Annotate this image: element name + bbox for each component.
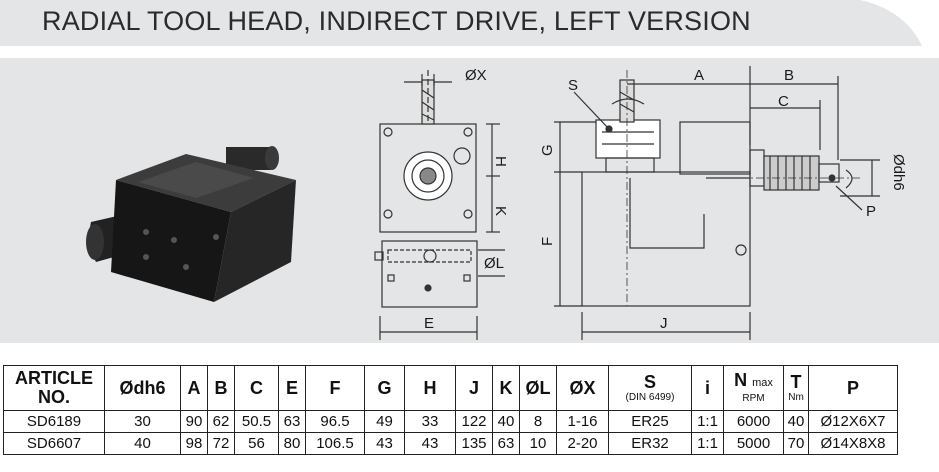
col-g: G xyxy=(364,365,405,411)
page-title: RADIAL TOOL HEAD, INDIRECT DRIVE, LEFT V… xyxy=(42,6,751,36)
cell-d: 30 xyxy=(104,410,181,433)
label-h: H xyxy=(492,156,509,167)
cell-x: 1-16 xyxy=(556,410,609,433)
cell-a: 98 xyxy=(180,432,208,455)
label-p: P xyxy=(866,203,876,220)
cell-x: 2-20 xyxy=(556,432,609,455)
cell-s: ER32 xyxy=(608,432,692,455)
col-n-label: N xyxy=(734,370,748,390)
col-e: E xyxy=(278,365,306,411)
cell-article: SD6189 xyxy=(3,410,105,433)
side-view-body xyxy=(581,171,751,307)
cell-i: 1:1 xyxy=(691,410,724,433)
cell-l: 10 xyxy=(519,432,557,455)
col-a: A xyxy=(180,365,208,411)
cell-h: 43 xyxy=(404,432,456,455)
label-ol: ØL xyxy=(484,255,504,272)
col-n-sub: RPM xyxy=(742,393,765,404)
cell-i: 1:1 xyxy=(691,432,724,455)
cell-e: 80 xyxy=(278,432,306,455)
cell-d: 40 xyxy=(104,432,181,455)
label-a: A xyxy=(694,67,704,84)
label-s: S xyxy=(568,77,578,94)
cell-g: 43 xyxy=(364,432,405,455)
cell-f: 96.5 xyxy=(305,410,365,433)
label-c: C xyxy=(778,93,789,110)
cell-e: 63 xyxy=(278,410,306,433)
table-row: SD6607 40 98 72 56 80 106.5 43 43 135 63… xyxy=(3,432,898,455)
cell-c: 50.5 xyxy=(234,410,279,433)
cell-n: 6000 xyxy=(723,410,784,433)
cell-k: 63 xyxy=(492,432,520,455)
technical-drawing: ØX H K ØL E S A B C G F J Ødh6 P xyxy=(374,66,907,340)
cell-article: SD6607 xyxy=(3,432,105,455)
label-b: B xyxy=(784,67,794,84)
label-j: J xyxy=(660,315,668,332)
cell-k: 40 xyxy=(492,410,520,433)
col-k: K xyxy=(492,365,520,411)
col-d: Ødh6 xyxy=(104,365,181,411)
cell-b: 62 xyxy=(207,410,235,433)
col-t-label: T xyxy=(790,371,802,392)
col-article: ARTICLE NO. xyxy=(3,365,105,411)
spec-table: ARTICLE NO. Ødh6 A B C E F G H J K ØL ØX… xyxy=(3,365,898,455)
label-odh6: Ødh6 xyxy=(890,154,907,191)
table-header-row: ARTICLE NO. Ødh6 A B C E F G H J K ØL ØX… xyxy=(3,365,898,411)
col-h: H xyxy=(404,365,456,411)
col-s: S(DIN 6499) xyxy=(608,365,692,411)
table-row: SD6189 30 90 62 50.5 63 96.5 49 33 122 4… xyxy=(3,410,898,433)
col-x: ØX xyxy=(556,365,609,411)
cell-f: 106.5 xyxy=(305,432,365,455)
cell-t: 70 xyxy=(783,432,809,455)
cell-p: Ø14X8X8 xyxy=(808,432,898,455)
cell-s: ER25 xyxy=(608,410,692,433)
cell-n: 5000 xyxy=(723,432,784,455)
title-bar-background xyxy=(0,0,922,46)
col-i: i xyxy=(691,365,724,411)
cell-t: 40 xyxy=(783,410,809,433)
cell-h: 33 xyxy=(404,410,456,433)
cell-j: 122 xyxy=(455,410,493,433)
col-s-sub: (DIN 6499) xyxy=(625,391,675,403)
col-b: B xyxy=(207,365,235,411)
cell-a: 90 xyxy=(180,410,208,433)
col-l: ØL xyxy=(519,365,557,411)
label-f: F xyxy=(539,237,556,246)
col-p: P xyxy=(808,365,898,411)
label-ox: ØX xyxy=(465,67,487,84)
cell-j: 135 xyxy=(455,432,493,455)
figure-panel: ØX H K ØL E S A B C G F J Ødh6 P xyxy=(0,58,939,343)
cell-c: 56 xyxy=(234,432,279,455)
label-k: K xyxy=(492,206,509,216)
col-j: J xyxy=(455,365,493,411)
label-e: E xyxy=(424,315,434,332)
col-t-sub: Nm xyxy=(788,391,804,403)
label-g: G xyxy=(539,144,556,156)
title-bar: RADIAL TOOL HEAD, INDIRECT DRIVE, LEFT V… xyxy=(0,0,939,46)
product-photo xyxy=(86,146,296,302)
cell-b: 72 xyxy=(207,432,235,455)
col-f: F xyxy=(305,365,365,411)
cell-p: Ø12X6X7 xyxy=(808,410,898,433)
col-s-label: S xyxy=(643,371,656,392)
cell-g: 49 xyxy=(364,410,405,433)
cell-l: 8 xyxy=(519,410,557,433)
col-c: C xyxy=(234,365,279,411)
col-n-max: max xyxy=(752,377,773,389)
